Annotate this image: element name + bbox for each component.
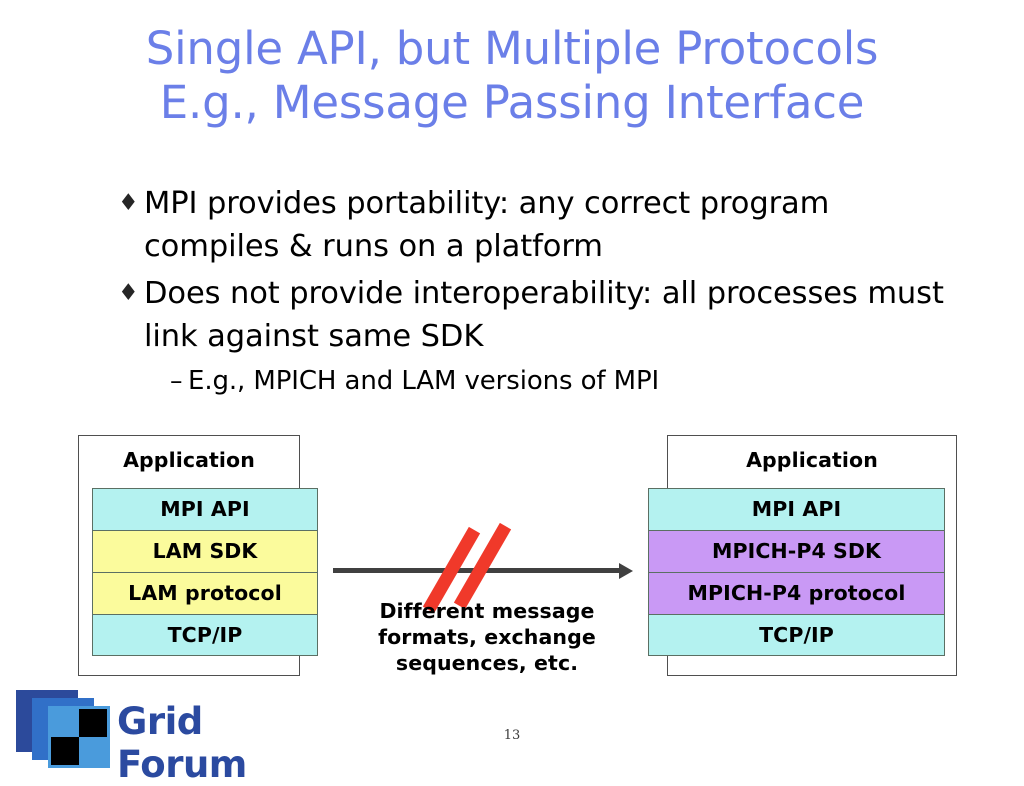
interconnect-arrow	[333, 520, 643, 615]
arrow-caption-line-3: sequences, etc.	[395, 651, 579, 675]
bullet-text: Does not provide interoperability: all p…	[144, 276, 944, 354]
bullet-list: ♦ MPI provides portability: any correct …	[118, 182, 948, 400]
sub-bullet-text: E.g., MPICH and LAM versions of MPI	[188, 366, 660, 396]
arrow-head-icon	[619, 562, 633, 579]
arrow-caption-line-1: Different message	[379, 599, 595, 623]
right-layer-tcp-ip: TCP/IP	[648, 614, 945, 656]
left-layer-tcp-ip: TCP/IP	[92, 614, 318, 656]
arrow-caption: Different message formats, exchange sequ…	[337, 598, 637, 676]
arrow-caption-line-2: formats, exchange	[378, 625, 596, 649]
left-application-label: Application	[123, 448, 255, 472]
logo-checker-square-top-icon	[79, 709, 107, 737]
diamond-bullet-icon: ♦	[118, 190, 139, 216]
page-title: Single API, but Multiple Protocols E.g.,…	[0, 22, 1024, 130]
right-layer-mpich-p4-protocol: MPICH-P4 protocol	[648, 572, 945, 614]
diamond-bullet-icon: ♦	[118, 280, 139, 306]
dash-bullet-icon: –	[170, 366, 183, 395]
left-layer-stack: MPI API LAM SDK LAM protocol TCP/IP	[92, 488, 318, 656]
protocol-stack-diagram: Application MPI API LAM SDK LAM protocol…	[78, 435, 957, 676]
logo-checker-square-bottom-icon	[51, 737, 79, 765]
bullet-text: MPI provides portability: any correct pr…	[144, 186, 830, 264]
logo-wordmark: Grid Forum	[117, 700, 247, 786]
left-layer-lam-protocol: LAM protocol	[92, 572, 318, 614]
sub-bullet-item: – E.g., MPICH and LAM versions of MPI	[170, 362, 948, 400]
bullet-item: ♦ Does not provide interoperability: all…	[118, 272, 948, 358]
right-layer-stack: MPI API MPICH-P4 SDK MPICH-P4 protocol T…	[648, 488, 945, 656]
right-application-label: Application	[746, 448, 878, 472]
left-layer-mpi-api: MPI API	[92, 488, 318, 530]
title-line-2: E.g., Message Passing Interface	[159, 76, 865, 129]
title-line-1: Single API, but Multiple Protocols	[145, 22, 879, 75]
left-layer-lam-sdk: LAM SDK	[92, 530, 318, 572]
page-number: 13	[503, 728, 521, 743]
grid-forum-logo: Grid Forum	[12, 688, 322, 786]
bullet-item: ♦ MPI provides portability: any correct …	[118, 182, 948, 268]
right-layer-mpich-p4-sdk: MPICH-P4 SDK	[648, 530, 945, 572]
right-layer-mpi-api: MPI API	[648, 488, 945, 530]
